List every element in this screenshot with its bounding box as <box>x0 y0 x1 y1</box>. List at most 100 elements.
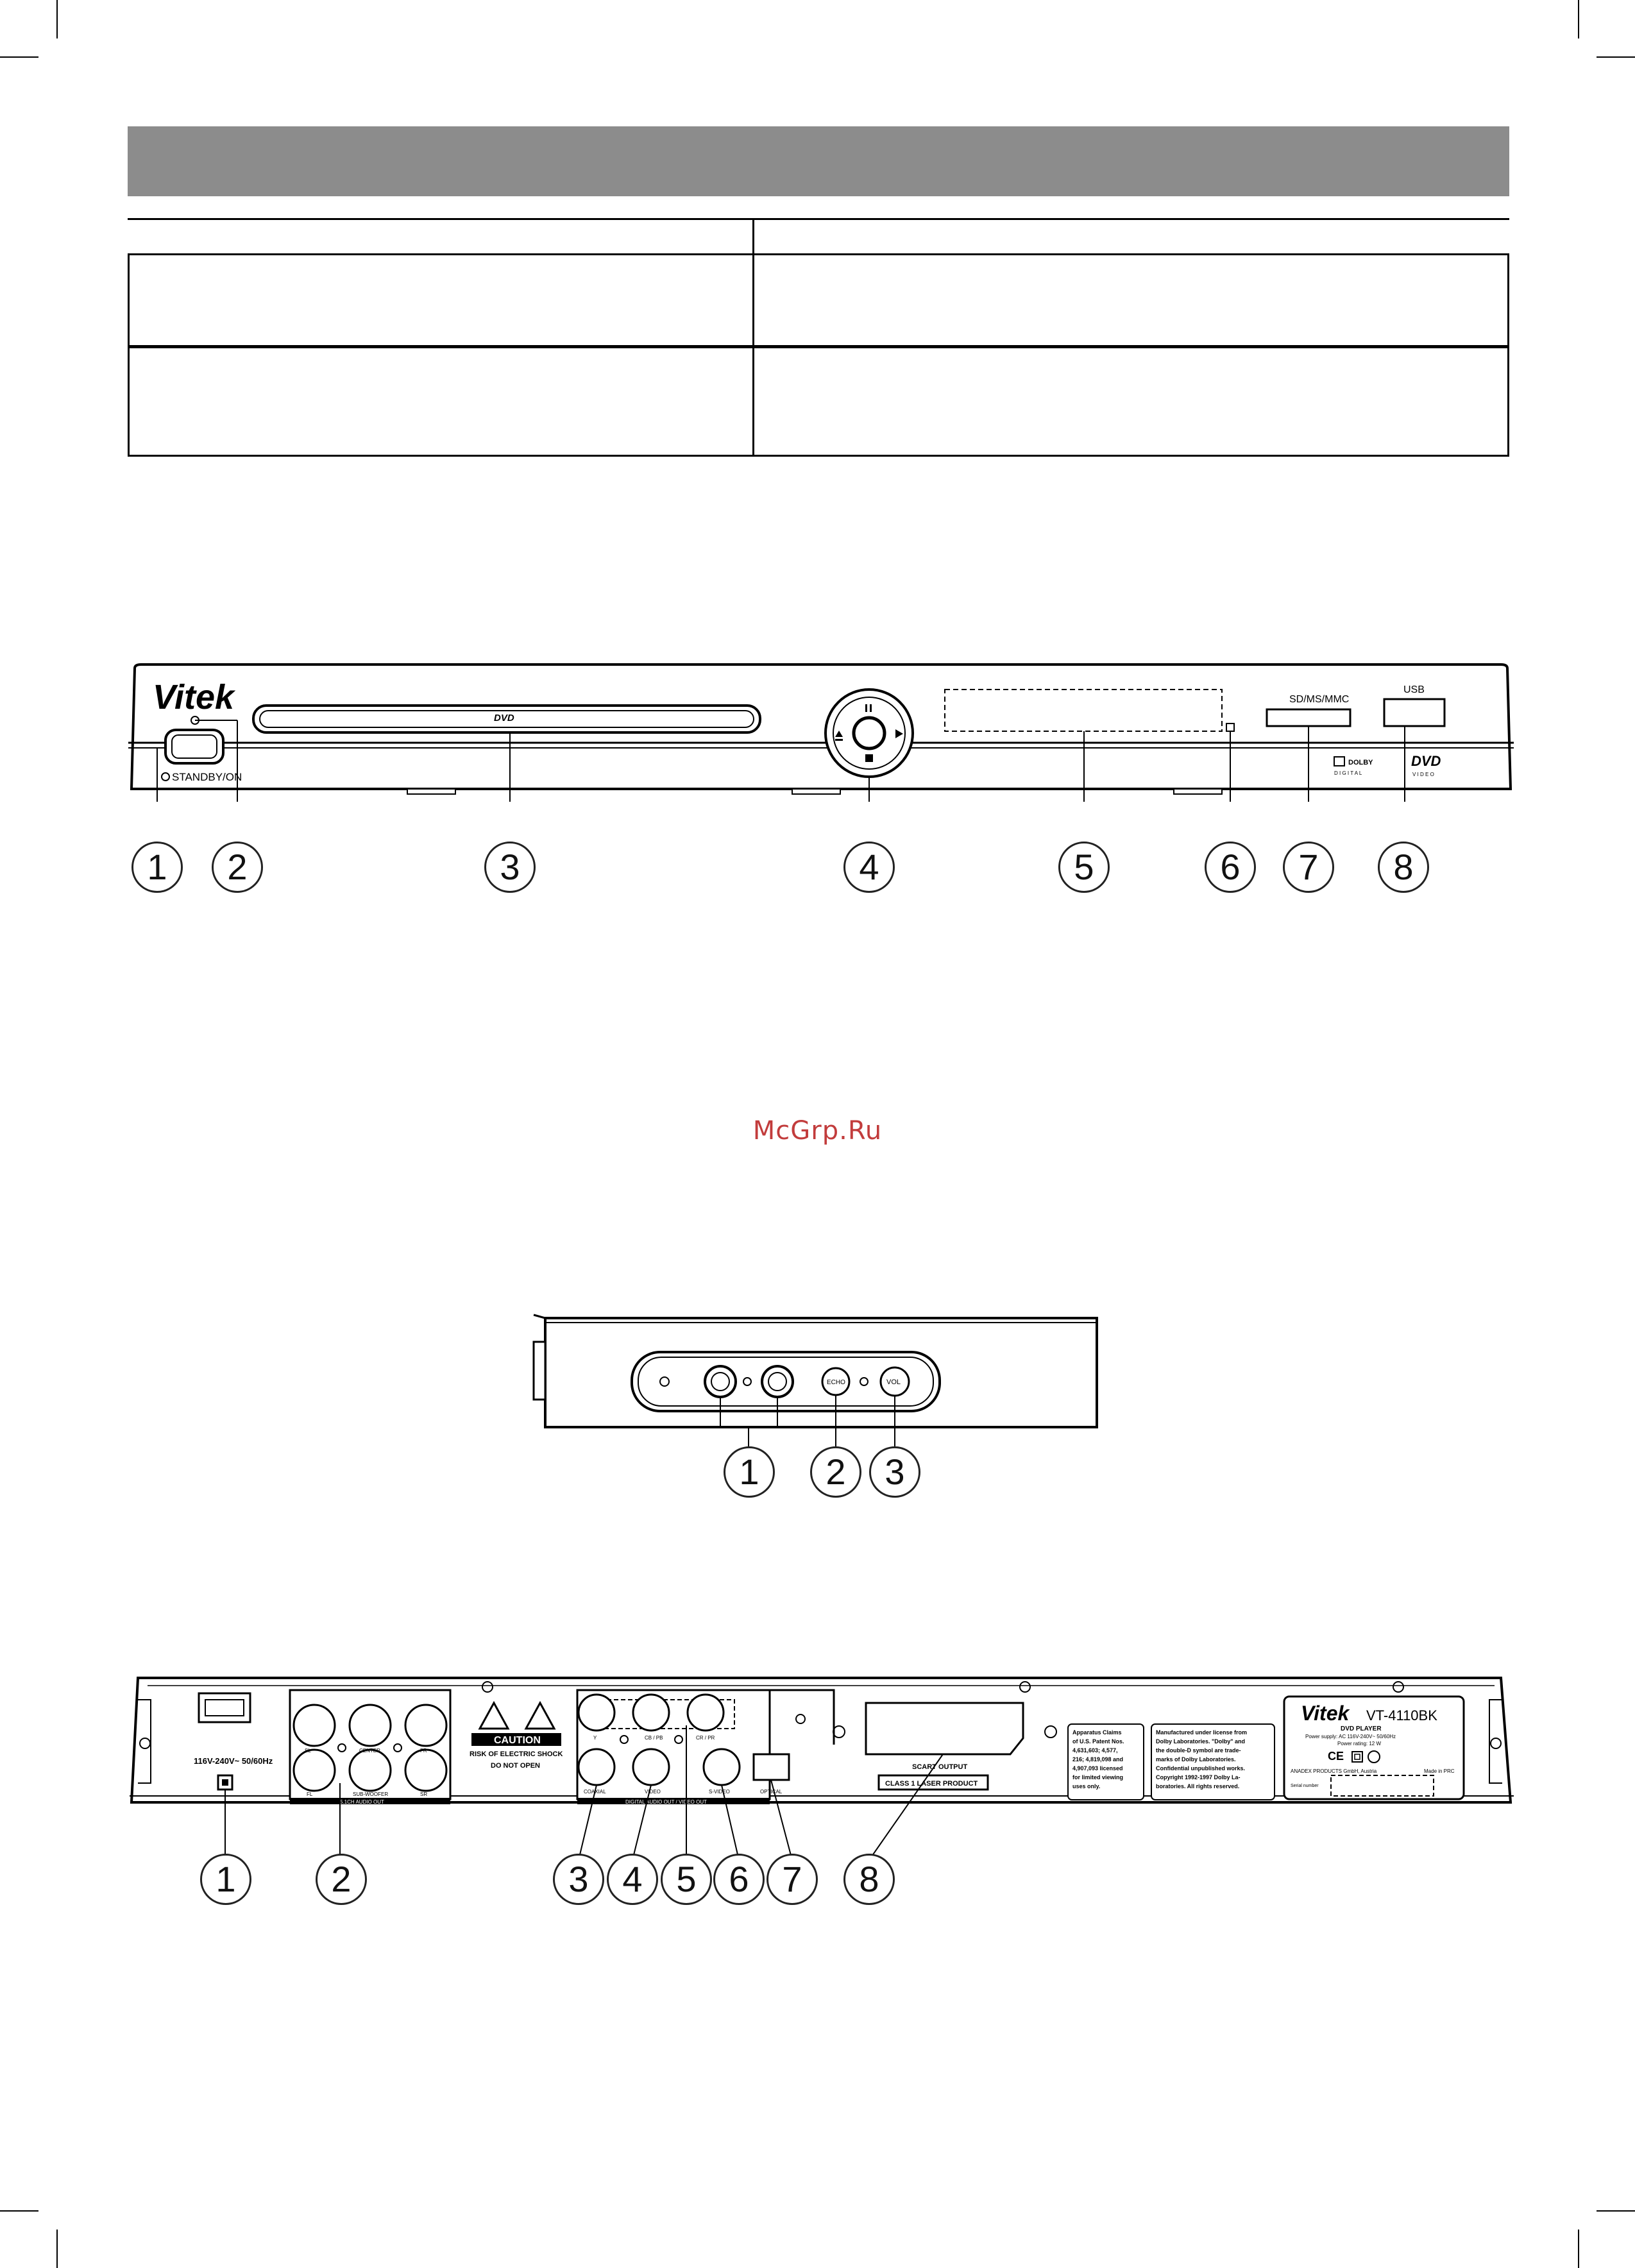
crop-mark <box>1578 2230 1579 2268</box>
front-callout-3: 3 <box>484 842 536 893</box>
side-callout-3: 3 <box>869 1446 920 1498</box>
rear-callout-6: 6 <box>713 1854 765 1905</box>
crop-mark <box>56 2230 58 2268</box>
mic-jack-1[interactable] <box>704 1365 737 1398</box>
disc-tray[interactable] <box>252 704 761 734</box>
play-icon <box>895 729 903 738</box>
svg-text:V I D E O: V I D E O <box>1412 772 1434 777</box>
scart-label: SCART OUTPUT <box>912 1763 967 1771</box>
svg-text:Power rating: 12 W: Power rating: 12 W <box>1337 1741 1381 1747</box>
jack-sub[interactable] <box>292 1748 336 1792</box>
crop-mark <box>56 0 58 38</box>
jack-coaxial[interactable] <box>577 1748 616 1786</box>
jack-center[interactable] <box>348 1704 392 1747</box>
ce-mark-icon: CE <box>1328 1750 1344 1763</box>
power-rating-label: 116V-240V~ 50/60Hz <box>194 1756 273 1766</box>
svg-text:OPTICAL: OPTICAL <box>760 1789 783 1795</box>
front-panel-diagram: Vitek STANDBY/ON DVD SD/MS/MMC USB DOLBY… <box>128 663 1514 802</box>
svg-text:VIDEO: VIDEO <box>645 1789 661 1795</box>
table-top-rule <box>128 218 1509 220</box>
front-callout-5: 5 <box>1058 842 1110 893</box>
jack-y[interactable] <box>577 1693 616 1732</box>
svg-text:the double-D symbol are trade-: the double-D symbol are trade- <box>1156 1747 1241 1754</box>
jack-sr[interactable] <box>404 1748 448 1792</box>
section-header-bar <box>128 126 1509 196</box>
scart-connector[interactable] <box>865 1702 1024 1756</box>
jack-svideo[interactable] <box>702 1748 741 1786</box>
svg-text:SR: SR <box>420 1791 427 1797</box>
side-panel-diagram: ECHO VOL <box>532 1314 1098 1446</box>
stop-icon <box>865 754 873 762</box>
spec-table <box>128 218 1509 457</box>
table-row-divider <box>128 345 1509 347</box>
front-callout-8: 8 <box>1378 842 1429 893</box>
crop-mark <box>1578 0 1579 38</box>
power-inlet-block <box>198 1692 251 1723</box>
rear-callout-2: 2 <box>316 1854 367 1905</box>
svg-text:Made in PRC: Made in PRC <box>1424 1768 1455 1774</box>
rear-brand-logo: Vitek <box>1301 1702 1351 1725</box>
power-icon <box>161 772 170 781</box>
lightning-warning-icon <box>478 1700 510 1730</box>
svg-text:Dolby Laboratories. "Dolby" an: Dolby Laboratories. "Dolby" and <box>1156 1738 1245 1745</box>
rating-plate <box>1283 1695 1465 1800</box>
rear-callout-3: 3 <box>553 1854 604 1905</box>
rear-callout-5: 5 <box>661 1854 712 1905</box>
watermark: McGrp.Ru <box>752 1116 883 1146</box>
caution-title: CAUTION <box>494 1735 541 1746</box>
svg-text:Copyright 1992-1997 Dolby La-: Copyright 1992-1997 Dolby La- <box>1156 1774 1241 1781</box>
standby-button[interactable] <box>164 729 224 765</box>
rear-callout-1: 1 <box>200 1854 251 1905</box>
table-row-divider <box>128 346 1509 348</box>
vol-label: VOL <box>886 1378 901 1386</box>
svg-text:boratories. All rights reserv: boratories. All rights reserved. <box>1156 1783 1239 1790</box>
jack-video[interactable] <box>632 1748 670 1786</box>
svg-text:SUB-WOOFER: SUB-WOOFER <box>353 1791 388 1797</box>
svg-text:ANADEX PRODUCTS GmbH, Austria: ANADEX PRODUCTS GmbH, Austria <box>1291 1768 1377 1774</box>
audio-out-label: 5.1CH AUDIO OUT <box>340 1799 384 1805</box>
jack-fl[interactable] <box>292 1704 336 1747</box>
laser-label: CLASS 1 LASER PRODUCT <box>885 1780 978 1788</box>
svg-text:for limited viewing: for limited viewing <box>1072 1774 1123 1781</box>
svg-text:uses only.: uses only. <box>1072 1783 1100 1790</box>
serial-number-field <box>1330 1775 1434 1797</box>
rear-callout-8: 8 <box>843 1854 895 1905</box>
svg-text:of U.S. Patent Nos.: of U.S. Patent Nos. <box>1072 1738 1124 1745</box>
tray-dvd-label: DVD <box>494 713 514 724</box>
svg-text:216; 4,819,098 and: 216; 4,819,098 and <box>1072 1756 1123 1763</box>
svg-text:Y: Y <box>593 1735 597 1741</box>
jack-fr[interactable] <box>404 1704 448 1747</box>
class-ii-icon <box>1351 1751 1363 1763</box>
mic-jack-2[interactable] <box>761 1365 794 1398</box>
jack-cr[interactable] <box>686 1693 725 1732</box>
svg-text:SL: SL <box>305 1748 311 1754</box>
certification-icon <box>1368 1750 1380 1763</box>
front-callout-1: 1 <box>131 842 183 893</box>
pause-icon <box>865 704 867 712</box>
patent-label-box <box>1067 1723 1144 1800</box>
svg-text:Manufactured under license fro: Manufactured under license from <box>1156 1729 1247 1736</box>
card-slot-label: SD/MS/MMC <box>1289 694 1349 705</box>
video-out-label: DIGITAL AUDIO OUT / VIDEO OUT <box>625 1799 707 1805</box>
rear-callout-7: 7 <box>767 1854 818 1905</box>
exclamation-warning-icon <box>524 1700 556 1730</box>
svg-text:Apparatus Claims: Apparatus Claims <box>1072 1729 1122 1736</box>
crop-mark <box>1597 56 1635 58</box>
table-body-box <box>128 253 1509 457</box>
rear-panel-diagram: 116V-240V~ 50/60Hz FL CENTER FR SUB-WOOF… <box>130 1677 1514 1861</box>
optical-port[interactable] <box>752 1753 790 1781</box>
svg-text:D I G I T A L: D I G I T A L <box>1334 770 1362 776</box>
eject-icon <box>835 731 843 737</box>
enter-button[interactable] <box>852 716 886 750</box>
model-label: VT-4110BK <box>1366 1707 1437 1723</box>
svg-text:4,907,093 licensed: 4,907,093 licensed <box>1072 1765 1123 1772</box>
usb-port[interactable] <box>1383 698 1446 727</box>
svg-text:DOLBY: DOLBY <box>1348 759 1373 766</box>
card-slot[interactable] <box>1266 708 1351 727</box>
jack-sl[interactable] <box>348 1748 392 1792</box>
jack-cb[interactable] <box>632 1693 670 1732</box>
table-column-divider <box>752 218 754 457</box>
svg-text:Power supply: AC 116V-240V~ 50: Power supply: AC 116V-240V~ 50/60Hz <box>1305 1734 1396 1739</box>
dolby-license-text: Manufactured under license from Dolby La… <box>1156 1729 1247 1790</box>
crop-mark <box>1597 2210 1635 2212</box>
